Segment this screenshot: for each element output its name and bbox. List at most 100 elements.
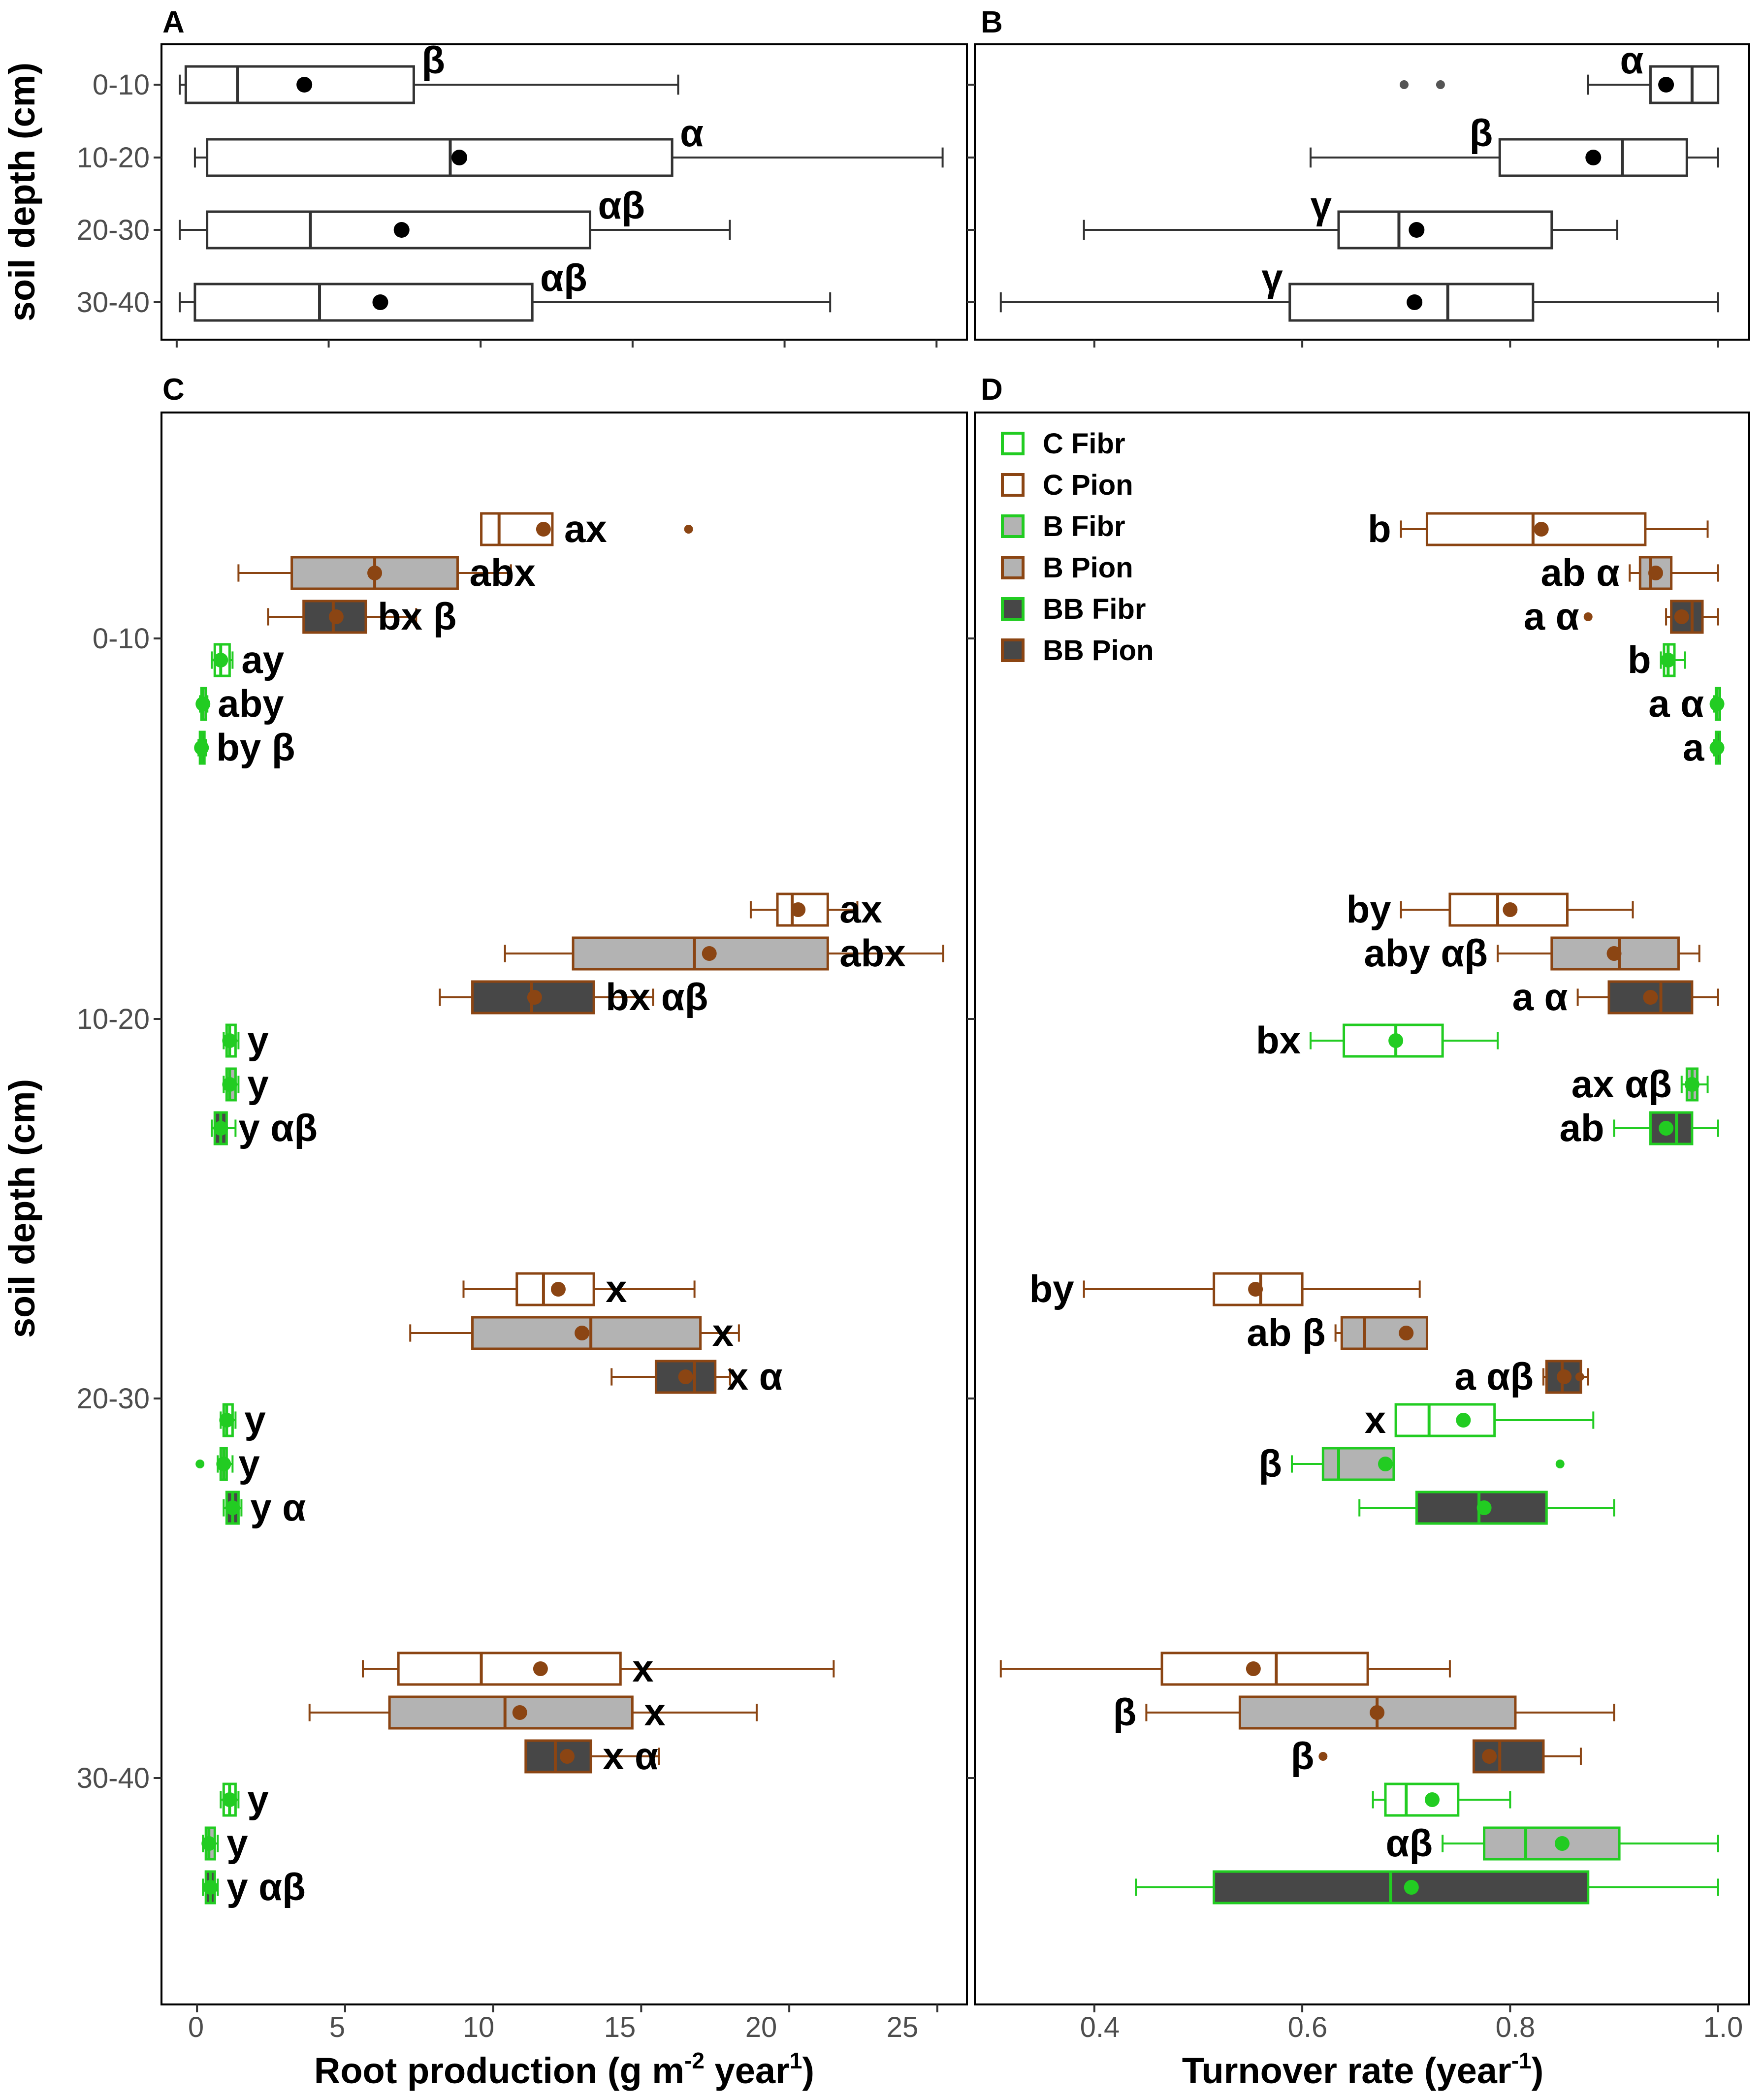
y-tick-label: 20-30	[77, 214, 150, 246]
legend: C Fibr C Pion B Fibr B Pion BB Fibr BB P…	[1001, 428, 1154, 667]
y-tick-label: 10-20	[77, 1003, 150, 1035]
outlier-point-all	[1400, 80, 1409, 89]
box-all	[206, 138, 674, 177]
panel-tag-c: C	[162, 373, 185, 407]
x-tick-label-c: 5	[329, 2011, 345, 2043]
box-all	[1498, 138, 1688, 177]
significance-label: αβ	[1386, 1821, 1433, 1865]
mean-point-c-fibr	[1456, 1413, 1471, 1428]
y-tick-label: 0-10	[93, 623, 150, 655]
significance-label: ax	[564, 507, 607, 550]
significance-label: by β	[216, 726, 295, 769]
significance-label: bx	[1256, 1018, 1301, 1062]
mean-point-b-fibr	[222, 1077, 237, 1092]
legend-label-b-pion: B Pion	[1043, 552, 1133, 584]
significance-label: x	[712, 1311, 734, 1354]
x-tick-label-c: 0	[188, 2011, 204, 2043]
significance-label: β	[1113, 1690, 1137, 1734]
mean-point-bb-fibr	[1709, 740, 1725, 755]
outlier-point-bb-pion	[1318, 1752, 1328, 1761]
significance-label: αβ	[598, 184, 645, 227]
mean-point-c-fibr	[222, 1792, 237, 1807]
mean-point-bb-pion	[560, 1749, 575, 1764]
x-axis-title-d: Turnover rate (year-1)	[1182, 2048, 1544, 2091]
significance-label: aby αβ	[1364, 931, 1488, 975]
y-tick-label: 20-30	[77, 1383, 150, 1415]
significance-label: γ	[1261, 256, 1283, 299]
significance-label: x α	[603, 1734, 658, 1778]
box-all	[1337, 210, 1553, 250]
panel-tag-b: B	[981, 5, 1003, 39]
mean-point-b-fibr	[195, 697, 211, 711]
significance-label: y	[244, 1398, 265, 1441]
significance-label: y	[247, 1018, 268, 1062]
mean-point-b-fibr	[1378, 1457, 1393, 1471]
significance-label: β	[1291, 1734, 1315, 1778]
panel-c-frame	[160, 412, 968, 2005]
significance-label: αβ	[540, 256, 587, 299]
legend-label-c-pion: C Pion	[1043, 469, 1133, 501]
mean-point-bb-pion	[1674, 609, 1689, 624]
mean-point-c-pion	[1534, 522, 1549, 537]
outlier-point-bb-pion	[1575, 1372, 1584, 1381]
significance-label: γ	[1311, 184, 1332, 227]
box-bb-pion	[1607, 980, 1694, 1015]
x-axis-title-c: Root production (g m-2 year1)	[314, 2048, 814, 2091]
mean-point-bb-fibr	[194, 740, 209, 755]
significance-label: by	[1029, 1267, 1074, 1310]
significance-label: α	[1620, 38, 1643, 82]
mean-point-all	[451, 150, 468, 165]
mean-point-c-fibr	[213, 653, 228, 667]
mean-point-bb-fibr	[1476, 1500, 1492, 1515]
mean-point-c-fibr	[1388, 1033, 1404, 1048]
mean-point-b-pion	[702, 946, 717, 961]
box-bb-fibr	[1213, 1870, 1590, 1905]
box-bb-fibr	[1415, 1491, 1548, 1525]
significance-label: x	[644, 1690, 665, 1734]
significance-label: β	[1470, 111, 1493, 155]
significance-label: y	[247, 1062, 268, 1106]
mean-point-b-pion	[1648, 566, 1663, 580]
mean-point-b-pion	[512, 1705, 527, 1720]
y-tick-label: 30-40	[77, 286, 150, 318]
box-b-pion	[388, 1695, 634, 1730]
mean-point-c-fibr	[222, 1033, 237, 1048]
x-tick-label-d: 0.4	[1080, 2011, 1120, 2043]
significance-label: β	[1258, 1442, 1282, 1485]
significance-label: a α	[1648, 682, 1704, 725]
significance-label: b	[1368, 507, 1391, 550]
significance-label: y αβ	[238, 1106, 318, 1149]
legend-key-bb-pion	[1001, 638, 1025, 662]
significance-label: ab β	[1247, 1311, 1325, 1354]
outlier-point-b-fibr	[1555, 1460, 1565, 1468]
mean-point-bb-pion	[1557, 1369, 1572, 1384]
mean-point-bb-pion	[1482, 1749, 1497, 1764]
mean-point-c-pion	[533, 1661, 548, 1676]
x-tick-label-c: 20	[745, 2011, 777, 2043]
mean-point-b-pion	[1606, 946, 1622, 961]
panel-d-frame	[974, 412, 1750, 2005]
mean-point-all	[1585, 150, 1602, 165]
mean-point-c-pion	[550, 1282, 566, 1297]
y-axis-title-top: soil depth (cm)	[1, 63, 42, 321]
x-tick-label-d: 1.0	[1703, 2011, 1743, 2043]
mean-point-b-fibr	[1709, 697, 1725, 711]
legend-key-c-fibr	[1001, 432, 1025, 455]
box-c-fibr	[1384, 1782, 1460, 1817]
legend-key-b-fibr	[1001, 514, 1025, 538]
mean-point-c-pion	[536, 522, 551, 537]
significance-label: ay	[241, 638, 284, 681]
mean-point-bb-pion	[1643, 990, 1658, 1005]
mean-point-bb-pion	[527, 990, 542, 1005]
outlier-point-bb-pion	[1583, 612, 1593, 621]
mean-point-c-pion	[1246, 1661, 1261, 1676]
outlier-point-all	[1436, 80, 1445, 89]
mean-point-all	[372, 294, 388, 310]
mean-point-bb-fibr	[203, 1880, 218, 1895]
legend-key-c-pion	[1001, 473, 1025, 497]
x-tick-label-d: 0.8	[1496, 2011, 1536, 2043]
y-axis-title-bottom: soil depth (cm)	[1, 1079, 42, 1338]
significance-label: by	[1347, 888, 1391, 931]
mean-point-c-pion	[1503, 902, 1518, 917]
